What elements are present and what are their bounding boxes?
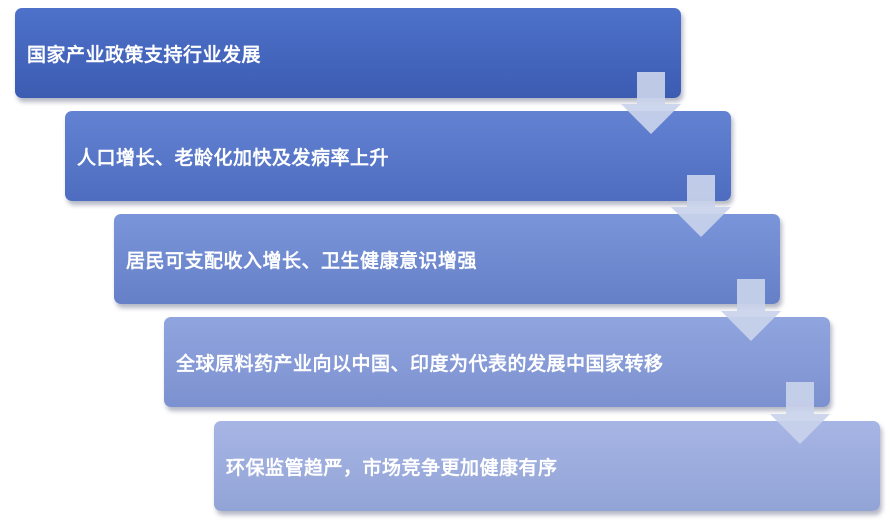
flow-step-4: 全球原料药产业向以中国、印度为代表的发展中国家转移 [164,317,830,407]
flow-step-label: 国家产业政策支持行业发展 [27,43,262,66]
flow-step-5: 环保监管趋严，市场竞争更加健康有序 [214,421,880,511]
down-arrow-icon [721,279,781,341]
down-arrow-icon [671,175,731,237]
flow-step-label: 环保监管趋严，市场竞争更加健康有序 [226,456,558,479]
flow-step-3: 居民可支配收入增长、卫生健康意识增强 [114,214,780,304]
flow-step-label: 人口增长、老龄化加快及发病率上升 [77,146,390,169]
flow-step-2: 人口增长、老龄化加快及发病率上升 [65,111,731,201]
flow-step-label: 全球原料药产业向以中国、印度为代表的发展中国家转移 [176,352,664,375]
flow-step-label: 居民可支配收入增长、卫生健康意识增强 [126,249,478,272]
down-arrow-icon [770,382,830,444]
flow-step-1: 国家产业政策支持行业发展 [15,8,681,98]
down-arrow-icon [621,72,681,134]
